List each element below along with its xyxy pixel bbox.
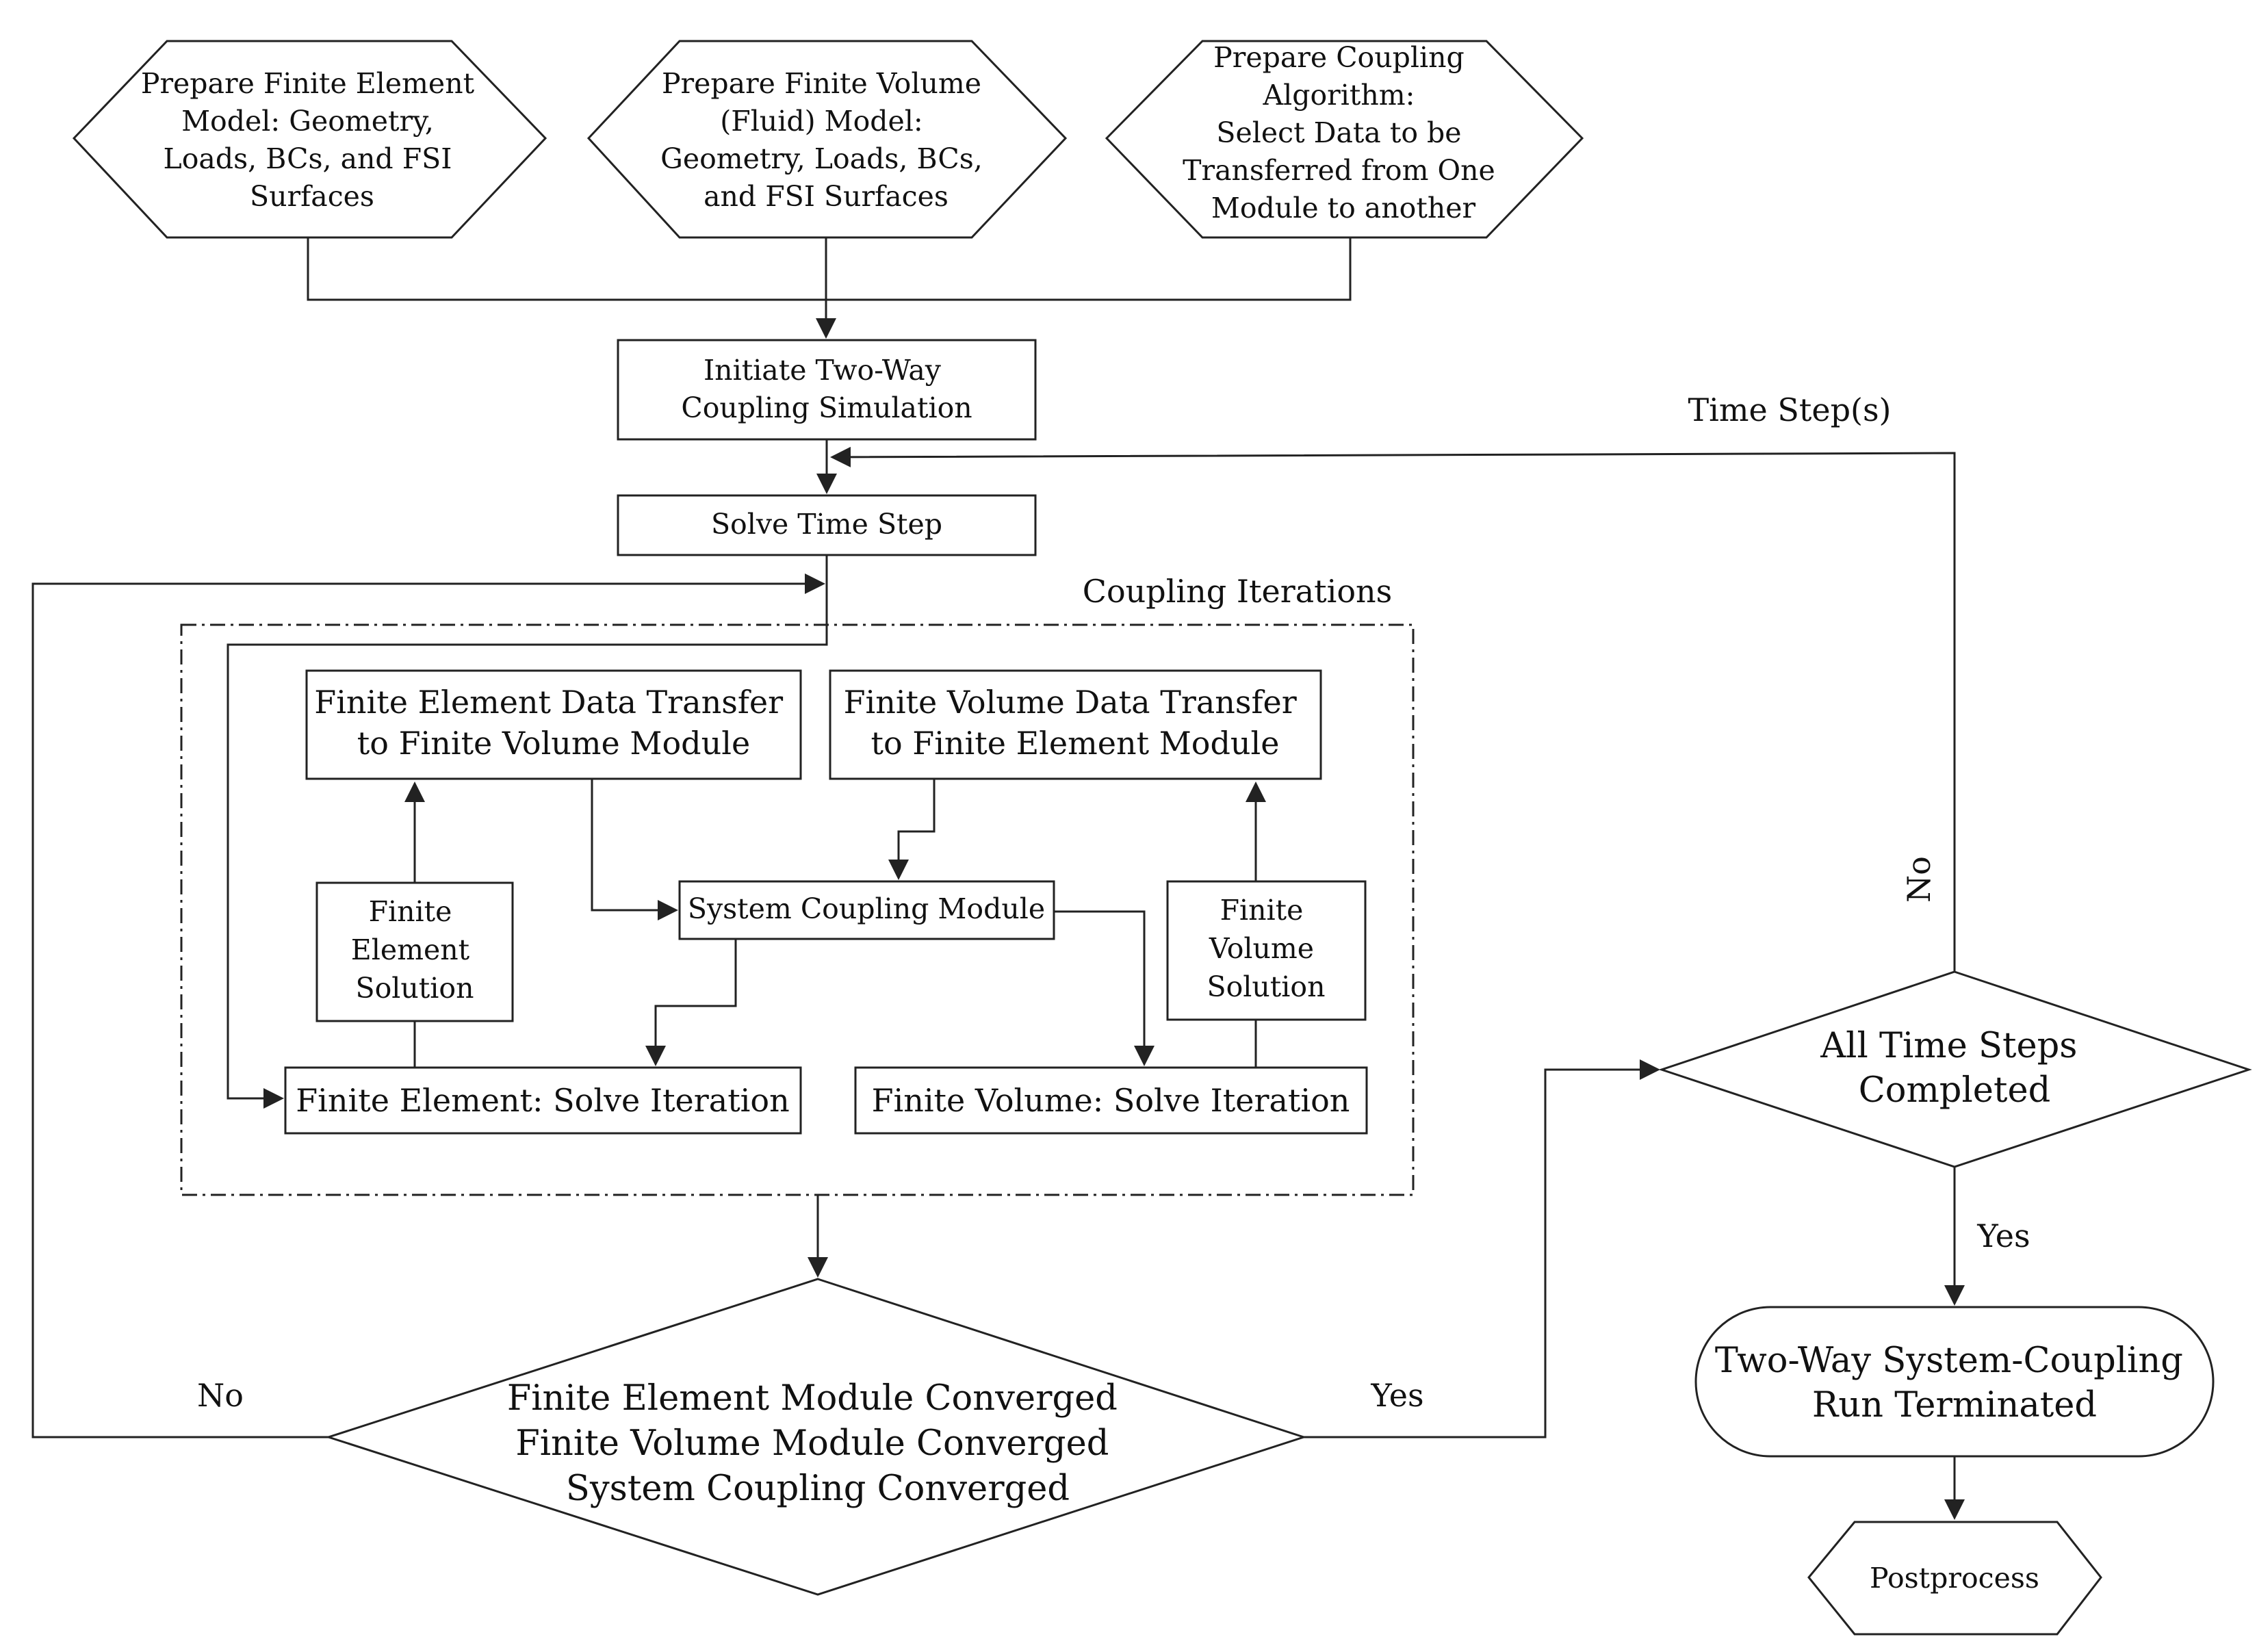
terminated-box — [1694, 1306, 2215, 1458]
coupling-iterations-boundary — [180, 623, 1415, 1196]
terminated-text: Two-Way System-Coupling Run Terminated — [1715, 1341, 2194, 1425]
all-steps-decision-text: All Time Steps Completed — [1820, 1026, 2088, 1111]
yes-label-right: Yes — [1976, 1217, 2030, 1254]
initiate-box — [617, 339, 1037, 441]
fe-solve-iteration-text: Finite Element: Solve Iteration — [296, 1082, 789, 1119]
arrow-fe-transfer-to-scm — [591, 779, 678, 920]
time-steps-label: Time Step(s) — [1688, 391, 1891, 428]
converged-decision-text: Finite Element Module Converged Finite V… — [507, 1378, 1128, 1509]
fe-transfer-text: Finite Element Data Transfer to Finite V… — [314, 684, 792, 762]
arrow-time-step-loop — [830, 446, 1956, 972]
arrow-fv-transfer-to-scm — [888, 779, 936, 880]
converged-decision-diamond — [325, 1278, 1307, 1596]
fv-transfer-text: Finite Volume Data Transfer to Finite El… — [844, 684, 1307, 762]
solve-time-step-box — [617, 494, 1037, 556]
prep-fv-hexagon — [586, 40, 1068, 239]
arrow-converged-to-all-steps — [1304, 1059, 1660, 1438]
arrow-scm-to-fe-solve — [645, 939, 737, 1066]
coupling-iterations-label: Coupling Iterations — [1083, 573, 1393, 610]
no-label-left: No — [197, 1377, 244, 1414]
fv-solve-iteration-box — [854, 1066, 1368, 1135]
no-label-right: No — [1900, 856, 1937, 903]
arrow-not-converged-loop — [31, 573, 825, 1438]
prep-fv-text: Prepare Finite Volume (Fluid) Model: Geo… — [660, 67, 992, 213]
fe-solve-iteration-box — [284, 1066, 802, 1135]
system-coupling-module-text: System Coupling Module — [688, 892, 1045, 925]
fv-solution-text: Finite Volume Solution — [1207, 894, 1326, 1003]
prep-fe-text: Prepare Finite Element Model: Geometry, … — [141, 67, 483, 213]
fe-transfer-box — [305, 669, 802, 780]
system-coupling-module-box — [678, 880, 1055, 940]
postprocess-hexagon — [1807, 1521, 2102, 1636]
fv-solution-box — [1166, 880, 1367, 1021]
yes-label-mid: Yes — [1370, 1377, 1423, 1414]
prep-coupling-text: Prepare Coupling Algorithm: Select Data … — [1183, 41, 1504, 224]
fe-solution-text: Finite Element Solution — [351, 895, 478, 1005]
arrow-solve-into-iterations — [227, 555, 828, 1109]
arrow-scm-to-fv-solve — [1054, 910, 1155, 1066]
postprocess-text: Postprocess — [1870, 1562, 2039, 1595]
prep-fe-hexagon — [72, 40, 547, 239]
connector-prep-merge — [307, 237, 1352, 301]
solve-time-step-text: Solve Time Step — [711, 508, 942, 541]
prep-coupling-hexagon — [1105, 40, 1584, 239]
fv-solve-iteration-text: Finite Volume: Solve Iteration — [872, 1082, 1350, 1119]
initiate-text: Initiate Two-Way Coupling Simulation — [681, 354, 972, 424]
fv-transfer-box — [829, 669, 1322, 780]
fe-solution-box — [315, 881, 514, 1022]
all-steps-decision-diamond — [1658, 970, 2252, 1168]
